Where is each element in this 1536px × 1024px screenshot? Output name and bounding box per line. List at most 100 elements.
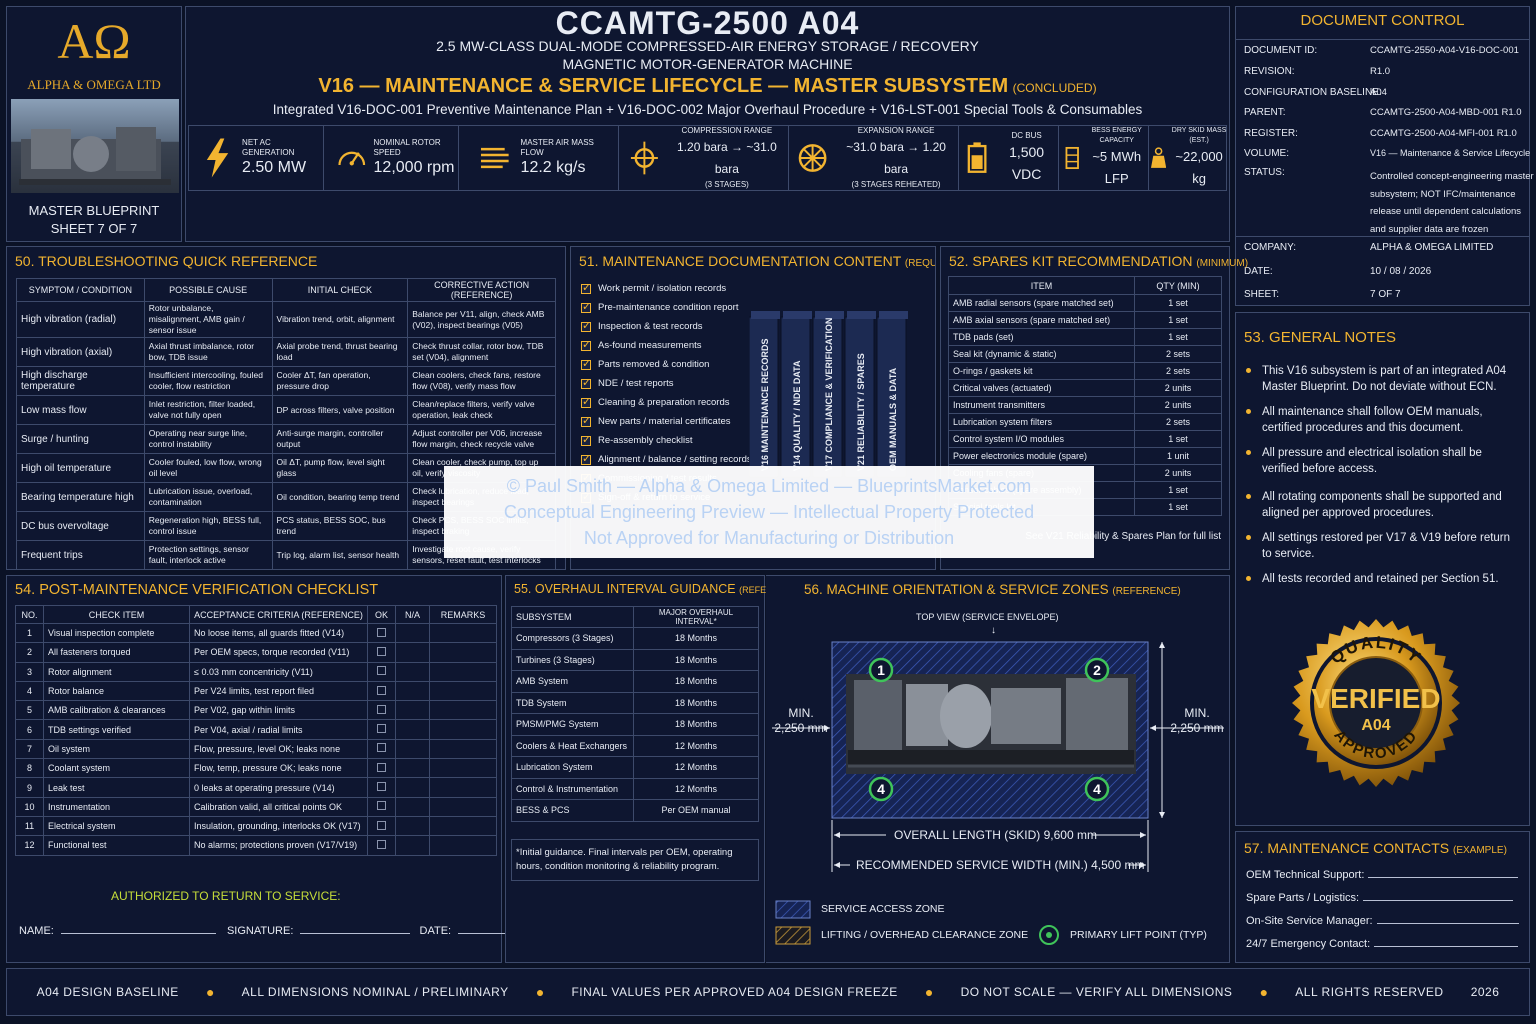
signature-field[interactable] xyxy=(300,924,411,934)
logo-panel: AΩ ALPHA & OMEGA LTD MASTER BLUEPRINT SH… xyxy=(6,6,182,242)
section-51-title: 51. MAINTENANCE DOCUMENTATION CONTENT (R… xyxy=(579,253,936,269)
doc-row: DATE:10 / 08 / 2026 xyxy=(1244,266,1432,277)
checkbox-checked-icon xyxy=(581,281,591,294)
remarks-cell[interactable] xyxy=(429,835,497,856)
doc-row: DOCUMENT ID:CCAMTG-2550-A04-V16-DOC-001 xyxy=(1244,45,1519,56)
ok-checkbox[interactable] xyxy=(377,704,386,714)
legend-lifting-zone: LIFTING / OVERHEAD CLEARANCE ZONE xyxy=(821,929,1029,941)
svg-text:V14 QUALITY / NDE DATA: V14 QUALITY / NDE DATA xyxy=(792,360,802,471)
remarks-cell[interactable] xyxy=(429,622,497,644)
svg-text:2: 2 xyxy=(1093,662,1101,678)
documentation-item: Re-assembly checklist xyxy=(581,431,761,450)
footer-bar: A04 DESIGN BASELINE● ALL DIMENSIONS NOMI… xyxy=(6,968,1530,1016)
date-field[interactable] xyxy=(458,924,519,934)
legend-service-zone: SERVICE ACCESS ZONE xyxy=(821,903,945,915)
table-row: High vibration (radial)Rotor unbalance, … xyxy=(16,301,556,338)
ok-checkbox[interactable] xyxy=(377,724,386,734)
remarks-cell[interactable] xyxy=(429,758,497,779)
stat-expansion-range: EXPANSION RANGE~31.0 bara → 1.20 bara(3 … xyxy=(789,126,959,190)
binder: V21 RELIABILITY / SPARES xyxy=(844,311,876,478)
section-53-general-notes: 53. GENERAL NOTES This V16 subsystem is … xyxy=(1235,312,1530,826)
table-row: AMB radial sensors (spare matched set)1 … xyxy=(948,294,1222,312)
table-row: Critical valves (actuated)2 units xyxy=(948,379,1222,397)
ok-checkbox[interactable] xyxy=(377,685,386,695)
svg-text:VERIFIED: VERIFIED xyxy=(1311,683,1440,714)
svg-text:A04: A04 xyxy=(1361,717,1390,734)
section-55-title: 55. OVERHAUL INTERVAL GUIDANCE (REFERENC… xyxy=(514,582,801,596)
remarks-cell[interactable] xyxy=(429,661,497,682)
document-control-title: DOCUMENT CONTROL xyxy=(1300,12,1465,29)
ok-checkbox[interactable] xyxy=(377,782,386,792)
section-57-title: 57. MAINTENANCE CONTACTS (EXAMPLE) xyxy=(1244,840,1507,856)
remarks-cell[interactable] xyxy=(429,815,497,837)
quality-seal-icon: QUALITY APPROVED VERIFIED A04 xyxy=(1292,619,1460,787)
ok-checkbox[interactable] xyxy=(377,762,386,772)
machine-thumbnail xyxy=(11,99,179,193)
name-field[interactable] xyxy=(60,924,216,934)
lightning-icon xyxy=(206,138,229,178)
remarks-cell[interactable] xyxy=(429,700,497,721)
note-item: All settings restored per V17 & V19 befo… xyxy=(1246,530,1516,562)
contact-field[interactable] xyxy=(1376,914,1519,924)
binder: V17 COMPLIANCE & VERIFICATION xyxy=(812,311,844,478)
ok-checkbox[interactable] xyxy=(377,646,386,656)
remarks-cell[interactable] xyxy=(429,796,497,817)
ok-checkbox[interactable] xyxy=(377,666,386,676)
overall-length-label: OVERALL LENGTH (SKID) 9,600 mm xyxy=(894,828,1097,842)
ok-checkbox[interactable] xyxy=(377,839,386,849)
documentation-item: New parts / material certificates xyxy=(581,412,761,431)
ok-checkbox[interactable] xyxy=(377,801,386,811)
title-panel: CCAMTG-2500 A04 2.5 MW-CLASS DUAL-MODE C… xyxy=(185,5,1230,242)
checkbox-checked-icon xyxy=(581,376,591,389)
contact-field[interactable] xyxy=(1368,868,1519,878)
contact-field[interactable] xyxy=(1363,891,1514,901)
airflow-icon xyxy=(480,147,509,169)
remarks-cell[interactable] xyxy=(429,680,497,702)
note-item: All maintenance shall follow OEM manuals… xyxy=(1246,404,1516,436)
ok-checkbox[interactable] xyxy=(377,743,386,753)
doc-row: REGISTER:CCAMTG-2500-A04-MFI-001 R1.0 xyxy=(1244,128,1517,139)
battery-stack-icon xyxy=(1065,146,1079,170)
contact-row: OEM Technical Support: xyxy=(1246,868,1519,881)
doc-row: COMPANY:ALPHA & OMEGA LIMITED xyxy=(1244,242,1494,253)
subtitle-line-2: MAGNETIC MOTOR-GENERATOR MACHINE xyxy=(562,56,853,72)
remarks-cell[interactable] xyxy=(429,642,497,663)
documentation-item: As-found measurements xyxy=(581,336,761,355)
svg-text:V16 MAINTENANCE RECORDS: V16 MAINTENANCE RECORDS xyxy=(760,338,770,471)
documentation-item: Cleaning & preparation records xyxy=(581,393,761,412)
service-width-label: RECOMMENDED SERVICE WIDTH (MIN.) 4,500 m… xyxy=(856,858,1145,872)
legend-lift-point: PRIMARY LIFT POINT (TYP) xyxy=(1070,929,1207,941)
checkbox-checked-icon xyxy=(581,452,591,465)
ok-checkbox[interactable] xyxy=(377,820,386,830)
documentation-item: Inspection & test records xyxy=(581,317,761,336)
authorized-label: AUTHORIZED TO RETURN TO SERVICE: xyxy=(111,889,341,903)
remarks-cell[interactable] xyxy=(429,738,497,760)
troubleshooting-table: SYMPTOM / CONDITION POSSIBLE CAUSE INITI… xyxy=(16,278,556,570)
table-row: Compressors (3 Stages)18 Months xyxy=(511,627,759,650)
documentation-item: Parts removed & condition xyxy=(581,355,761,374)
lift-point-marker: 1 xyxy=(868,657,894,683)
ok-checkbox[interactable] xyxy=(377,627,386,637)
remarks-cell[interactable] xyxy=(429,719,497,740)
contact-field[interactable] xyxy=(1374,937,1519,947)
documentation-item: Work permit / isolation records xyxy=(581,279,761,298)
table-row: AMB axial sensors (spare matched set)1 s… xyxy=(948,311,1222,329)
section-56-service-zones: 56. MACHINE ORIENTATION & SERVICE ZONES … xyxy=(766,575,1230,963)
contact-row: Spare Parts / Logistics: xyxy=(1246,891,1514,904)
svg-text:V21 RELIABILITY / SPARES: V21 RELIABILITY / SPARES xyxy=(856,353,866,471)
section-50-title: 50. TROUBLESHOOTING QUICK REFERENCE xyxy=(15,253,318,269)
remarks-cell[interactable] xyxy=(429,777,497,798)
doc-row: PARENT:CCAMTG-2500-A04-MBD-001 R1.0 xyxy=(1244,107,1522,118)
